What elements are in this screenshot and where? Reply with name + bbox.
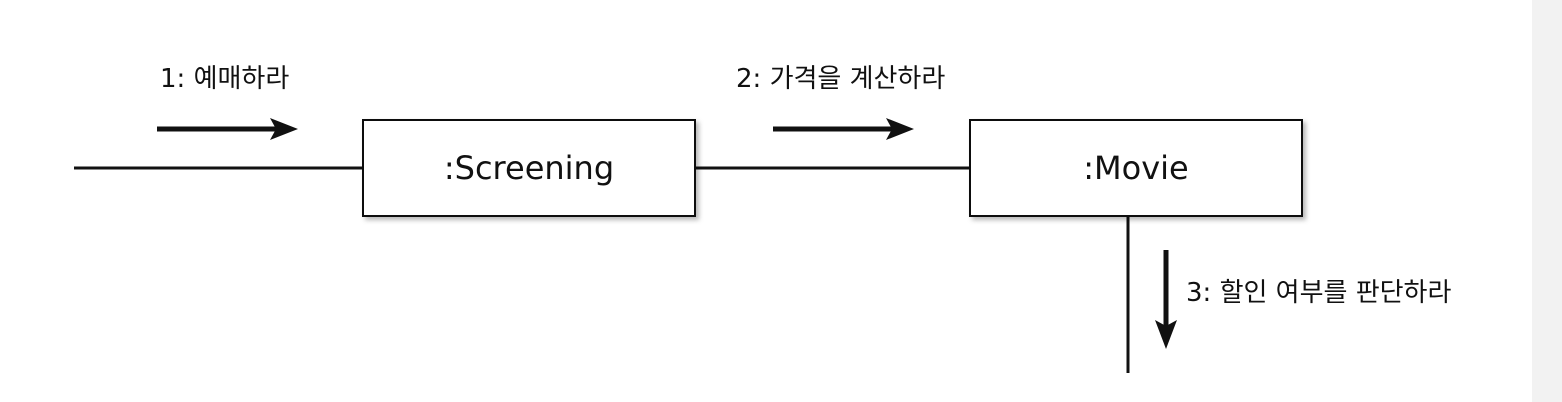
movie-object-box [969, 119, 1303, 217]
message-3-label: 3: 할인 여부를 판단하라 [1186, 278, 1452, 308]
screening-object-label: :Screening [443, 149, 615, 187]
screening-object-box [362, 119, 696, 217]
scrollbar-gutter [1532, 0, 1562, 402]
movie-object-label: :Movie [1083, 149, 1189, 187]
message-1-arrow [157, 118, 298, 140]
message-2-label: 2: 가격을 계산하라 [736, 64, 946, 94]
message-3-arrow [1155, 250, 1177, 349]
message-1-label: 1: 예매하라 [160, 64, 290, 94]
message-2-arrow [773, 118, 914, 140]
